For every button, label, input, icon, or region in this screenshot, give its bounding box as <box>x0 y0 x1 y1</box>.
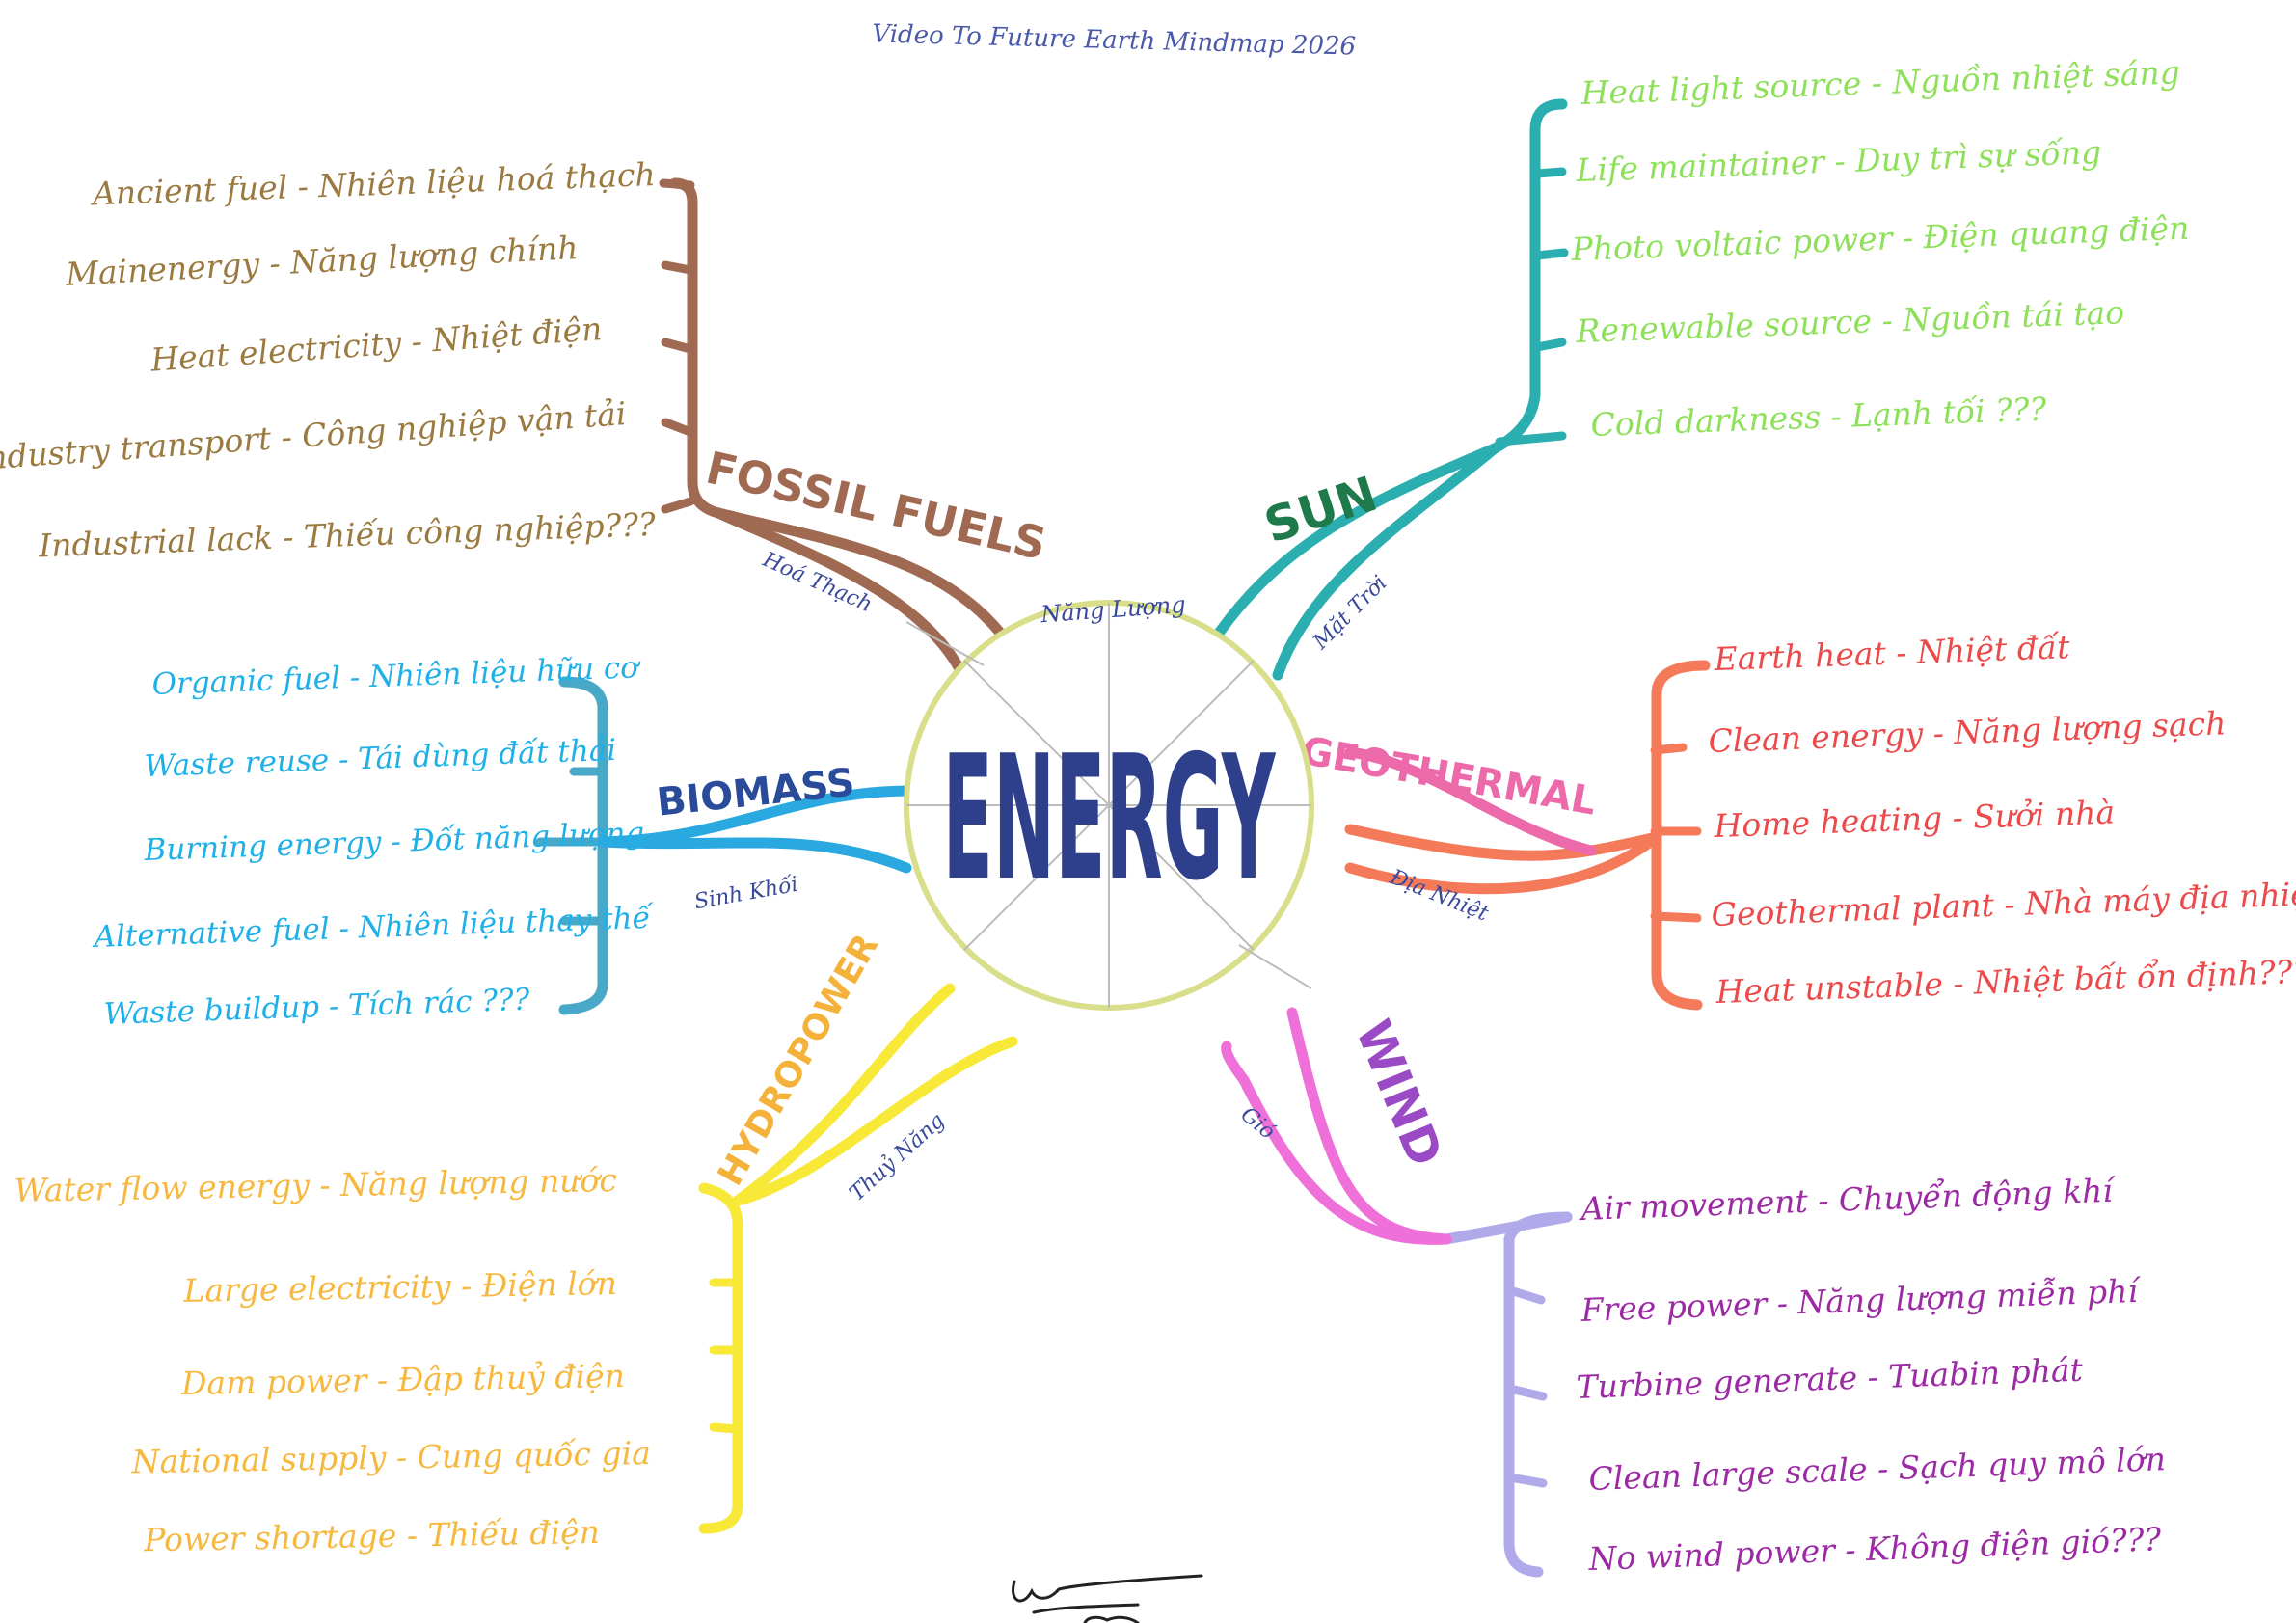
center-guides <box>905 603 1312 1008</box>
signature <box>1012 1574 1203 1623</box>
wind-item-4: Clean large scale - Sạch quy mô lớn <box>1588 1440 2167 1498</box>
sun-branch-b <box>1272 443 1500 681</box>
wind-item-2: Free power - Năng lượng miễn phí <box>1580 1272 2143 1329</box>
wind-item-1: Air movement - Chuyển động khí <box>1578 1172 2118 1228</box>
hydro-bracket <box>698 1182 743 1534</box>
sun-tick-1 <box>1532 167 1567 178</box>
hydro-item-5: Power shortage - Thiếu điện <box>143 1513 600 1558</box>
sun-tick-4 <box>1495 431 1567 446</box>
sun-item-5: Cold darkness - Lạnh tối ??? <box>1590 391 2047 444</box>
biomass-item-3: Burning energy - Đốt năng lượng <box>143 816 645 868</box>
branch-sun: SUN Mặt Trời Heat light source - Nguồn n… <box>1207 53 2190 681</box>
hydro-item-3: Dam power - Đập thuỷ điện <box>180 1357 625 1402</box>
wind-item-3: Turbine generate - Tuabin phát <box>1576 1351 2084 1406</box>
hydro-item-4: National supply - Cung quốc gia <box>130 1434 651 1480</box>
fossil-tick-1 <box>659 178 695 190</box>
sun-item-2: Life maintainer - Duy trì sự sống <box>1575 133 2102 189</box>
wind-item-5: No wind power - Không điện gió??? <box>1587 1520 2162 1578</box>
wind-tick-1 <box>1505 1285 1546 1305</box>
geothermal-branch-a <box>1344 824 1662 861</box>
geothermal-tick-1 <box>1650 743 1688 755</box>
geothermal-sublabel: Địa Nhiệt <box>1386 865 1492 927</box>
geothermal-item-3: Home heating - Sưởi nhà <box>1713 794 2116 846</box>
branch-fossil: FOSSIL FUELS Hoá Thạch Ancient fuel - Nh… <box>0 155 1051 695</box>
sun-branch-a <box>1207 443 1500 647</box>
geothermal-item-5: Heat unstable - Nhiệt bất ổn định??? <box>1715 953 2296 1012</box>
wind-title: WIND <box>1344 1013 1453 1174</box>
fossil-branch-a <box>713 507 1023 662</box>
geothermal-item-1: Earth heat - Nhiệt đất <box>1713 628 2071 678</box>
geothermal-branch-c <box>1344 746 1597 856</box>
biomass-branch-b <box>597 836 912 874</box>
center-node: Năng Lượng ENERGY <box>904 591 1314 1011</box>
wind-tick-2 <box>1505 1384 1548 1401</box>
geothermal-tick-3 <box>1650 911 1702 923</box>
wind-join <box>1441 1211 1573 1245</box>
hydro-item-2: Large electricity - Điện lớn <box>182 1264 617 1310</box>
sun-tick-2 <box>1532 248 1569 260</box>
biomass-item-5: Waste buildup - Tích rác ??? <box>103 983 530 1032</box>
fossil-tick-2 <box>661 260 695 275</box>
biomass-item-2: Waste reuse - Tái dùng đất thải <box>144 733 617 784</box>
sun-bracket <box>1489 98 1568 454</box>
sun-item-3: Photo voltaic power - Điện quang điện <box>1570 209 2190 268</box>
fossil-branch-b <box>713 507 975 695</box>
sun-item-4: Renewable source - Nguồn tái tạo <box>1575 293 2125 350</box>
branch-wind: WIND Gió Air movement - Chuyển động khí … <box>1221 1007 2167 1578</box>
mindmap-title: Video To Future Earth Mindmap 2026 <box>872 19 1356 61</box>
geothermal-item-2: Clean energy - Năng lượng sạch <box>1708 704 2227 760</box>
sun-sublabel: Mặt Trời <box>1309 571 1392 655</box>
wind-branch-b <box>1221 1041 1452 1245</box>
sun-tick-3 <box>1532 338 1567 352</box>
geothermal-branch-b <box>1344 831 1662 895</box>
geothermal-title: GEOTHERMAL <box>1298 729 1600 825</box>
wind-tick-3 <box>1505 1473 1548 1488</box>
branch-geothermal: GEOTHERMAL Địa Nhiệt Earth heat - Nhiệt … <box>1298 628 2296 1011</box>
branch-biomass: BIOMASS Sinh Khối Organic fuel - Nhiên l… <box>91 650 917 1032</box>
fossil-item-1: Ancient fuel - Nhiên liệu hoá thạch <box>89 155 656 212</box>
fossil-tick-5 <box>661 497 695 514</box>
fossil-tick-3 <box>661 338 695 354</box>
hydro-branch-a <box>732 983 956 1206</box>
fossil-item-2: Mainenergy - Năng lượng chính <box>64 229 579 293</box>
sun-item-1: Heat light source - Nguồn nhiệt sáng <box>1580 53 2180 112</box>
center-title: ENERGY <box>943 718 1277 918</box>
geothermal-item-4: Geothermal plant - Nhà máy địa nhiệt <box>1711 875 2296 933</box>
hydro-item-1: Water flow energy - Năng lượng nước <box>14 1161 617 1209</box>
biomass-sublabel: Sinh Khối <box>692 872 799 914</box>
fossil-item-5: Industrial lack - Thiếu công nghiệp??? <box>38 505 657 564</box>
hydro-tick-3 <box>709 1422 741 1434</box>
fossil-item-4: Industry transport - Công nghiệp vận tải <box>0 394 628 477</box>
biomass-item-1: Organic fuel - Nhiên liệu hữu cơ <box>151 650 642 702</box>
fossil-item-3: Heat electricity - Nhiệt điện <box>149 310 603 379</box>
fossil-tick-4 <box>661 418 695 437</box>
hydro-branch-b <box>732 1036 1018 1206</box>
biomass-item-4: Alternative fuel - Nhiên liệu thay thế <box>91 901 655 955</box>
hydro-sublabel: Thuỷ Năng <box>845 1108 950 1206</box>
